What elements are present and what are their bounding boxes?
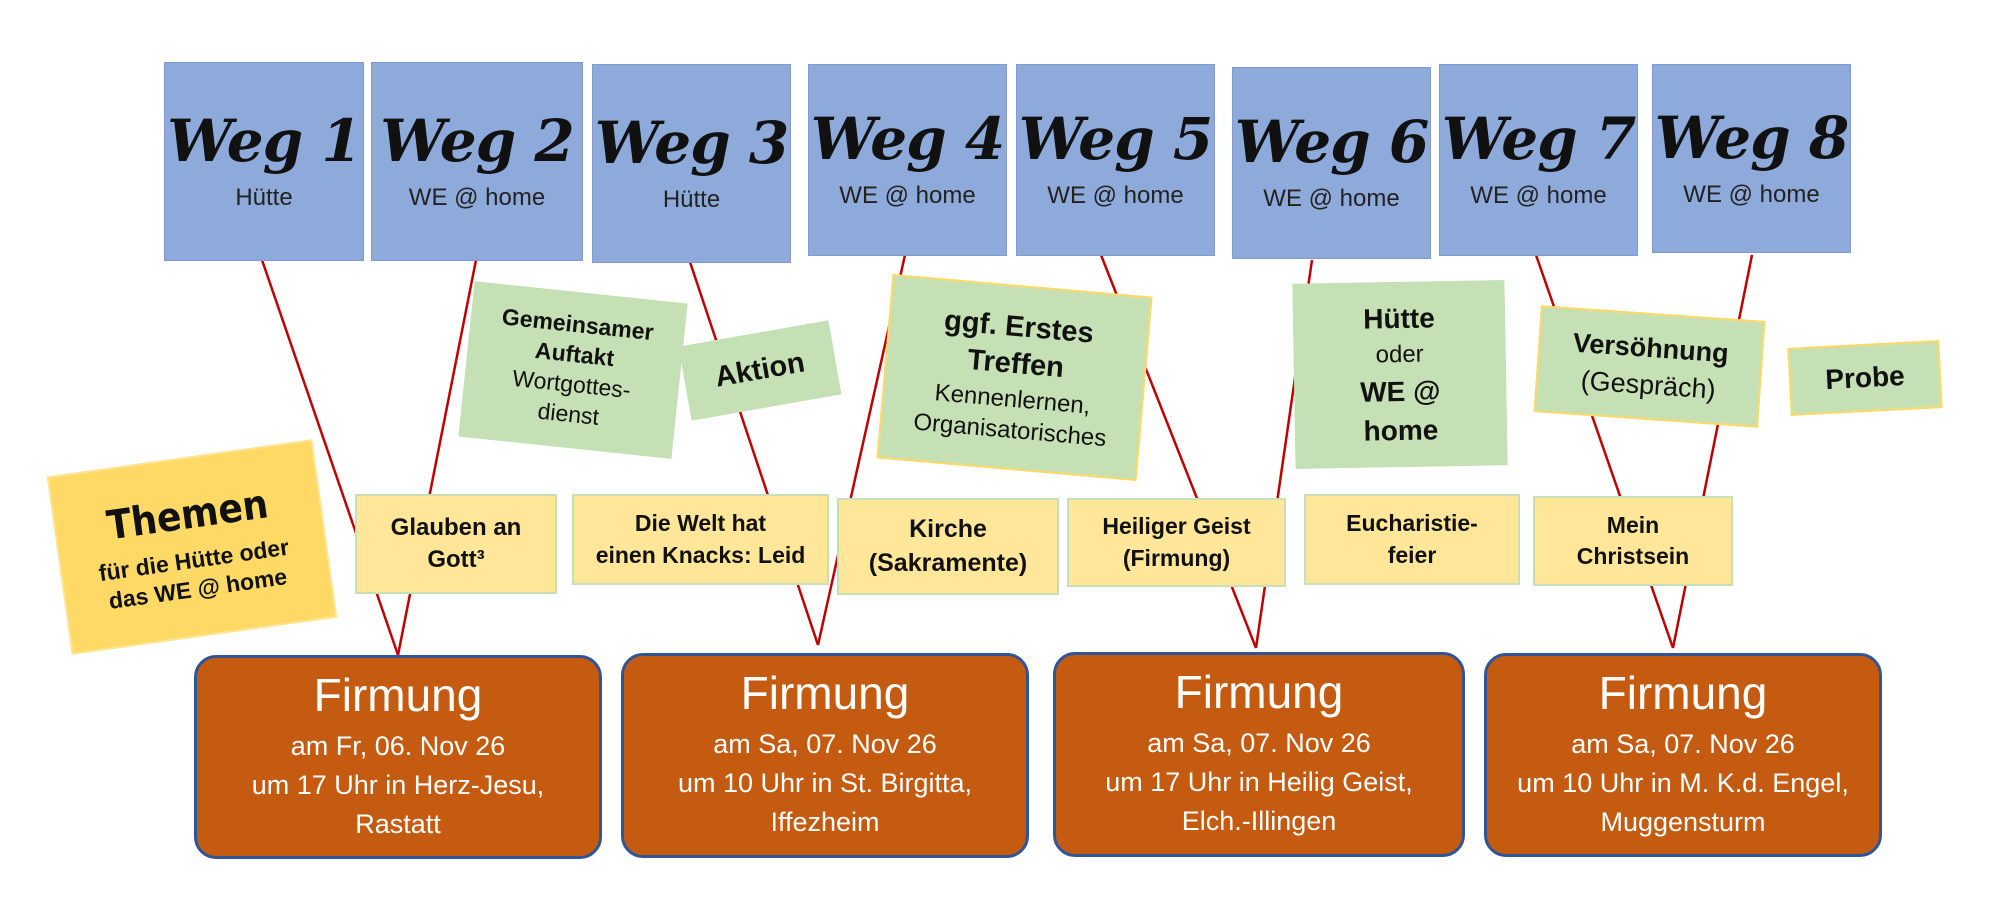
topic-eucharistie: Eucharistie- feier (1304, 494, 1520, 585)
weg-2-box: Weg 2 WE @ home (371, 62, 583, 261)
firmung-box-1: Firmung am Fr, 06. Nov 26 um 17 Uhr in H… (194, 655, 602, 859)
weg-place: Hütte (662, 185, 721, 213)
weg-title: Weg 5 (1018, 105, 1213, 173)
firmung-title: Firmung (1174, 666, 1344, 719)
event-label: Probe (1824, 359, 1906, 396)
connector-weg3 (688, 261, 820, 646)
weg-7-box: Weg 7 WE @ home (1439, 64, 1638, 256)
themen-note: Themen für die Hütte oder das WE @ home (46, 439, 338, 655)
firmung-box-3: Firmung am Sa, 07. Nov 26 um 17 Uhr in H… (1053, 652, 1465, 857)
topic-line: Glauben an (390, 513, 522, 541)
weg-1-box: Weg 1 Hütte (164, 62, 364, 261)
event-versoehnung: Versöhnung (Gespräch) (1533, 305, 1766, 428)
firmung-date: am Sa, 07. Nov 26 (1571, 728, 1795, 759)
topic-glauben-an-gott: Glauben an Gott³ (355, 494, 557, 594)
topic-line: Gott³ (427, 546, 485, 573)
weg-5-box: Weg 5 WE @ home (1016, 64, 1215, 256)
topic-kirche: Kirche (Sakramente) (837, 498, 1059, 595)
event-bold-line: home (1363, 414, 1439, 447)
weg-3-box: Weg 3 Hütte (592, 64, 791, 263)
event-bold-line: WE @ (1359, 375, 1441, 408)
weg-place: WE @ home (839, 182, 976, 209)
connector-weg2 (396, 259, 478, 656)
weg-title: Weg 4 (810, 105, 1005, 173)
weg-place: WE @ home (1263, 185, 1400, 212)
topic-line: Christsein (1576, 543, 1690, 569)
weg-title: Weg 3 (594, 108, 789, 177)
firmung-town: Muggensturm (1600, 806, 1766, 837)
event-bold-line: ggf. Erstes (942, 304, 1095, 350)
topic-line: einen Knacks: Leid (595, 541, 806, 568)
weg-title: Weg 2 (380, 106, 574, 175)
firmung-box-2: Firmung am Sa, 07. Nov 26 um 10 Uhr in S… (621, 653, 1029, 858)
event-probe: Probe (1787, 340, 1943, 416)
firmung-time-place: um 17 Uhr in Herz-Jesu, (251, 769, 545, 800)
firmung-date: am Fr, 06. Nov 26 (290, 730, 506, 761)
weg-title: Weg 7 (1441, 105, 1636, 173)
topic-line: (Firmung) (1122, 544, 1231, 571)
weg-4-box: Weg 4 WE @ home (808, 64, 1007, 256)
firmung-time-place: um 10 Uhr in M. K.d. Engel, (1517, 767, 1849, 798)
firmung-time-place: um 17 Uhr in Heilig Geist, (1105, 767, 1413, 798)
firmung-box-4: Firmung am Sa, 07. Nov 26 um 10 Uhr in M… (1484, 653, 1882, 857)
topic-mein-christsein: Mein Christsein (1533, 496, 1733, 586)
topic-line: Kirche (909, 514, 987, 543)
weg-place: WE @ home (1470, 182, 1607, 209)
firmung-title: Firmung (313, 668, 483, 721)
weg-place: WE @ home (1683, 180, 1820, 208)
weg-title: Weg 8 (1654, 103, 1849, 172)
connector-weg8 (1671, 254, 1754, 649)
topic-line: Mein (1606, 511, 1660, 538)
weg-title: Weg 6 (1234, 108, 1429, 176)
topic-line: feier (1387, 541, 1437, 568)
firmung-date: am Sa, 07. Nov 26 (1147, 728, 1371, 759)
event-gemeinsamer-auftakt: Gemeinsamer Auftakt Wortgottes- dienst (458, 281, 688, 459)
event-line: dienst (536, 397, 601, 430)
firmung-town: Rastatt (355, 808, 441, 839)
weg-title: Weg 1 (167, 106, 361, 175)
weg-6-box: Weg 6 WE @ home (1232, 67, 1431, 259)
weg-place: Hütte (235, 183, 293, 211)
event-label: Aktion (712, 346, 808, 394)
event-line: oder (1375, 340, 1424, 369)
firmung-date: am Sa, 07. Nov 26 (713, 729, 937, 760)
firmung-town: Elch.-Illingen (1181, 806, 1337, 837)
firmung-town: Iffezheim (770, 807, 880, 838)
event-erstes-treffen: ggf. Erstes Treffen Kennenlernen, Organi… (876, 273, 1153, 482)
weg-place: WE @ home (408, 183, 546, 211)
topic-line: Die Welt hat (634, 510, 767, 537)
topic-heiliger-geist: Heiliger Geist (Firmung) (1067, 498, 1286, 587)
weg-place: WE @ home (1047, 182, 1184, 209)
firmung-time-place: um 10 Uhr in St. Birgitta, (677, 768, 973, 799)
firmung-title: Firmung (1598, 666, 1768, 719)
topic-line: Heiliger Geist (1102, 513, 1251, 540)
topic-welt-leid: Die Welt hat einen Knacks: Leid (572, 494, 829, 585)
topic-line: (Sakramente) (868, 548, 1028, 577)
event-huette-oder-we: Hütte oder WE @ home (1292, 280, 1508, 469)
firmung-title: Firmung (740, 667, 910, 720)
weg-8-box: Weg 8 WE @ home (1652, 64, 1851, 253)
topic-line: Eucharistie- (1346, 510, 1478, 537)
event-bold-line: Hütte (1362, 302, 1436, 335)
